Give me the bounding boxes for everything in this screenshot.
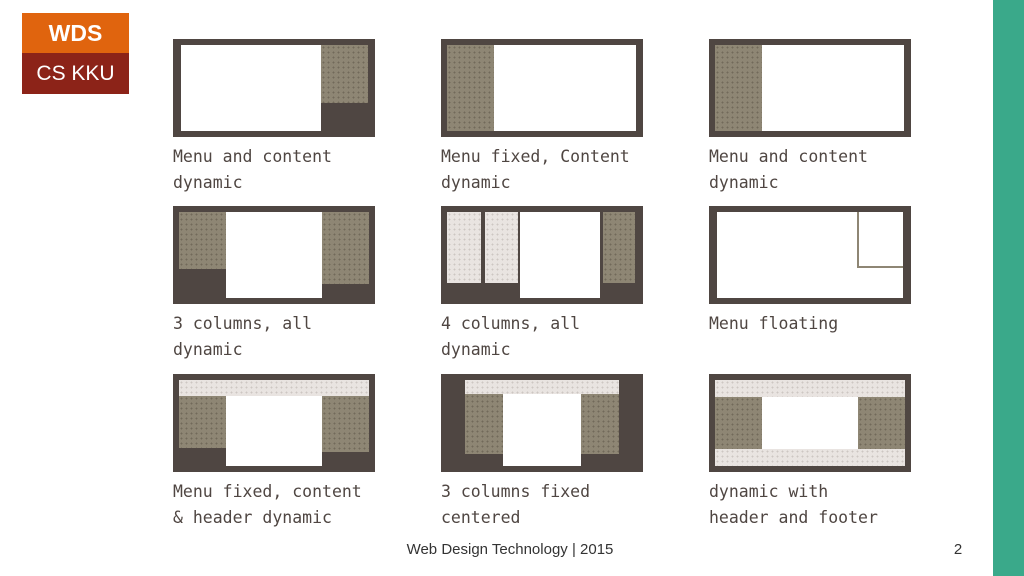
content-area — [762, 45, 904, 131]
content-area — [520, 212, 600, 298]
header-bar — [465, 380, 619, 394]
caption-line: dynamic with — [709, 482, 829, 501]
layout-diagram-3 — [709, 39, 911, 137]
layout-caption-3: Menu and content dynamic — [709, 144, 944, 196]
side-accent-stripe — [993, 0, 1024, 576]
layout-diagram-2 — [441, 39, 643, 137]
right-column — [858, 397, 905, 449]
layout-diagram-7 — [173, 374, 375, 472]
caption-line: Menu and content — [173, 147, 332, 166]
caption-line: header and footer — [709, 508, 878, 527]
layout-caption-8: 3 columns fixed centered — [441, 479, 676, 531]
layout-diagram-8 — [441, 374, 643, 472]
layout-diagram-4 — [173, 206, 375, 304]
caption-line: & header dynamic — [173, 508, 332, 527]
caption-line: dynamic — [173, 173, 243, 192]
left-column — [179, 212, 226, 269]
floating-menu — [857, 212, 903, 268]
content-area — [503, 394, 581, 466]
caption-line: Menu floating — [709, 314, 839, 333]
layout-caption-2: Menu fixed, Content dynamic — [441, 144, 676, 196]
left-column — [715, 397, 762, 449]
layout-caption-7: Menu fixed, content & header dynamic — [173, 479, 408, 531]
caption-line: Menu fixed, content — [173, 482, 362, 501]
layout-diagram-1 — [173, 39, 375, 137]
column-1 — [447, 212, 481, 283]
content-area — [494, 45, 636, 131]
caption-line: 3 columns, all — [173, 314, 313, 333]
footer-bar — [715, 449, 905, 466]
right-column — [322, 212, 369, 284]
caption-line: dynamic — [441, 173, 511, 192]
right-column — [322, 396, 369, 452]
caption-line: 3 columns fixed — [441, 482, 591, 501]
column-4 — [603, 212, 635, 283]
caption-line: dynamic — [441, 340, 511, 359]
caption-line: centered — [441, 508, 521, 527]
right-column — [581, 394, 619, 454]
layout-caption-5: 4 columns, all dynamic — [441, 311, 676, 363]
layout-caption-9: dynamic with header and footer — [709, 479, 944, 531]
layout-caption-6: Menu floating — [709, 311, 944, 337]
header-bar — [715, 380, 905, 397]
wds-badge: WDS — [22, 13, 129, 53]
caption-line: dynamic — [709, 173, 779, 192]
layout-caption-1: Menu and content dynamic — [173, 144, 408, 196]
content-area — [762, 397, 858, 449]
left-column — [179, 396, 226, 448]
menu-column — [447, 45, 494, 131]
footer-text: Web Design Technology | 2015 — [406, 541, 614, 558]
layout-diagram-5 — [441, 206, 643, 304]
caption-line: Menu and content — [709, 147, 868, 166]
layout-caption-4: 3 columns, all dynamic — [173, 311, 408, 363]
layout-diagram-6 — [709, 206, 911, 304]
caption-line: 4 columns, all — [441, 314, 581, 333]
header-bar — [179, 380, 369, 396]
content-area — [226, 396, 322, 466]
caption-line: Menu fixed, Content — [441, 147, 630, 166]
left-column — [465, 394, 503, 454]
caption-line: dynamic — [173, 340, 243, 359]
menu-column — [321, 45, 368, 103]
menu-column — [715, 45, 762, 131]
page-number: 2 — [953, 541, 963, 558]
layout-diagram-9 — [709, 374, 911, 472]
cs-kku-badge: CS KKU — [22, 53, 129, 94]
content-area — [181, 45, 321, 131]
column-2 — [485, 212, 518, 283]
content-area — [226, 212, 322, 298]
